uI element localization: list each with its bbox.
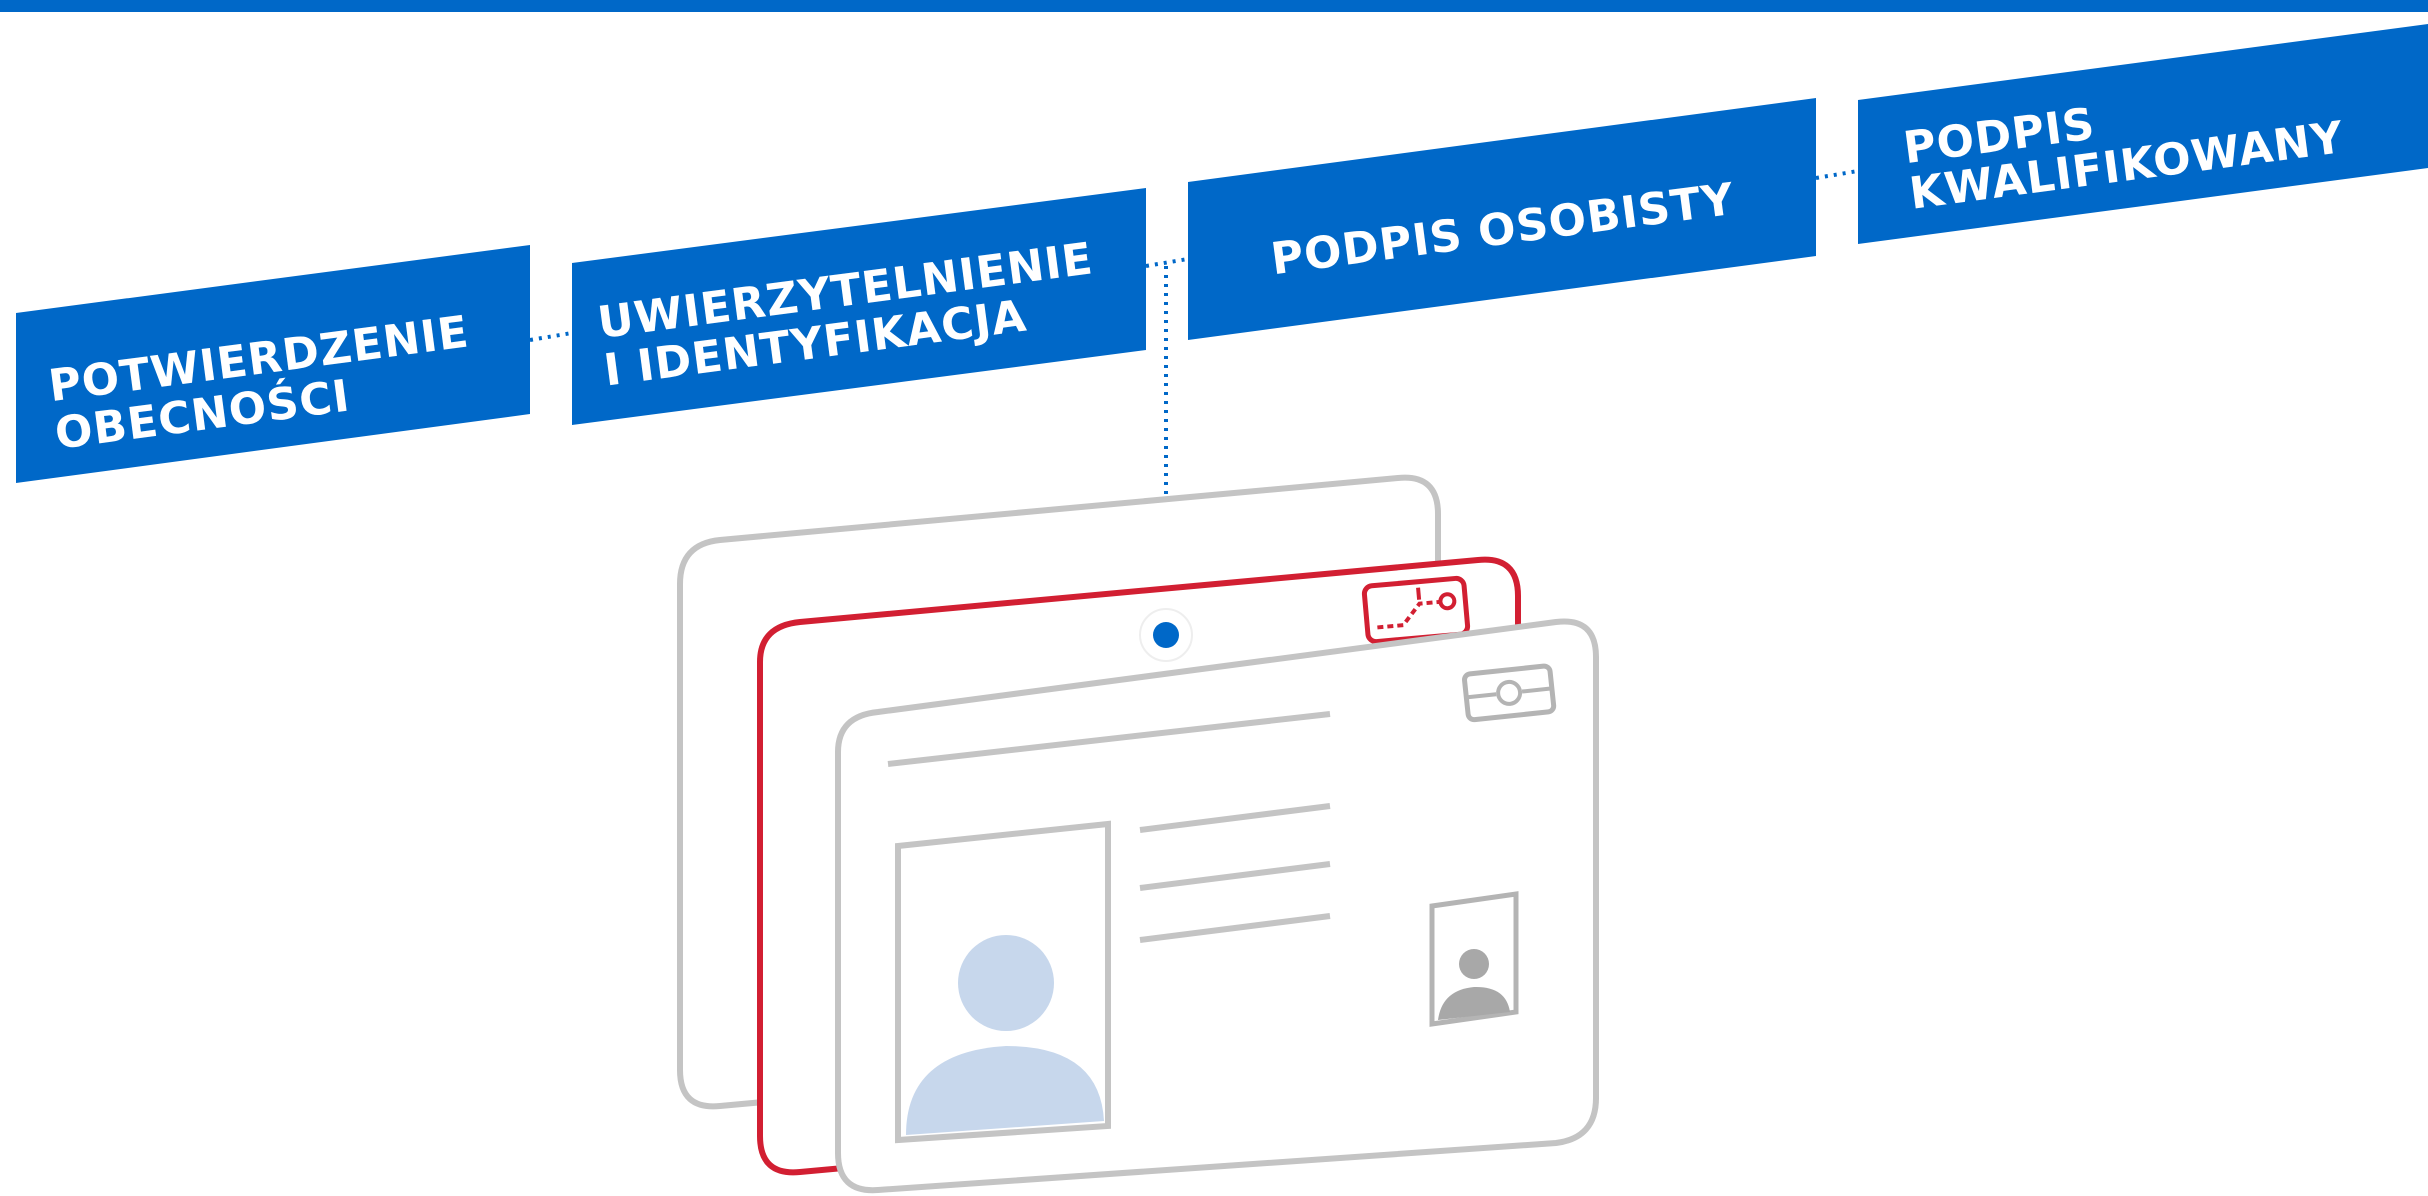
chip-icon: [1462, 663, 1557, 723]
top-accent-bar: [0, 0, 2428, 12]
card-photo: [895, 820, 1111, 1144]
card-text-line-3: [1139, 913, 1331, 943]
stage-banner-presence: POTWIERDZENIE OBECNOŚCI: [16, 245, 530, 483]
card-small-photo: [1429, 891, 1519, 1027]
connector-3-4: [1815, 169, 1859, 180]
card-text-line-1: [1139, 803, 1331, 833]
stage-banner-qualified-signature: PODPIS KWALIFIKOWANY: [1858, 24, 2428, 244]
connector-2-3: [1145, 257, 1189, 268]
stage-banner-authentication: UWIERZYTELNIENIE I IDENTYFIKACJA: [572, 188, 1146, 425]
person-silhouette-icon: [906, 935, 1104, 1135]
card-header-line: [887, 711, 1331, 767]
stage-banner-personal-signature: PODPIS OSOBISTY: [1188, 98, 1816, 340]
front-id-card: [835, 618, 1599, 1194]
card-text-line-2: [1139, 861, 1331, 891]
connector-endpoint-dot: [1139, 608, 1193, 662]
connector-1-2: [529, 331, 573, 342]
